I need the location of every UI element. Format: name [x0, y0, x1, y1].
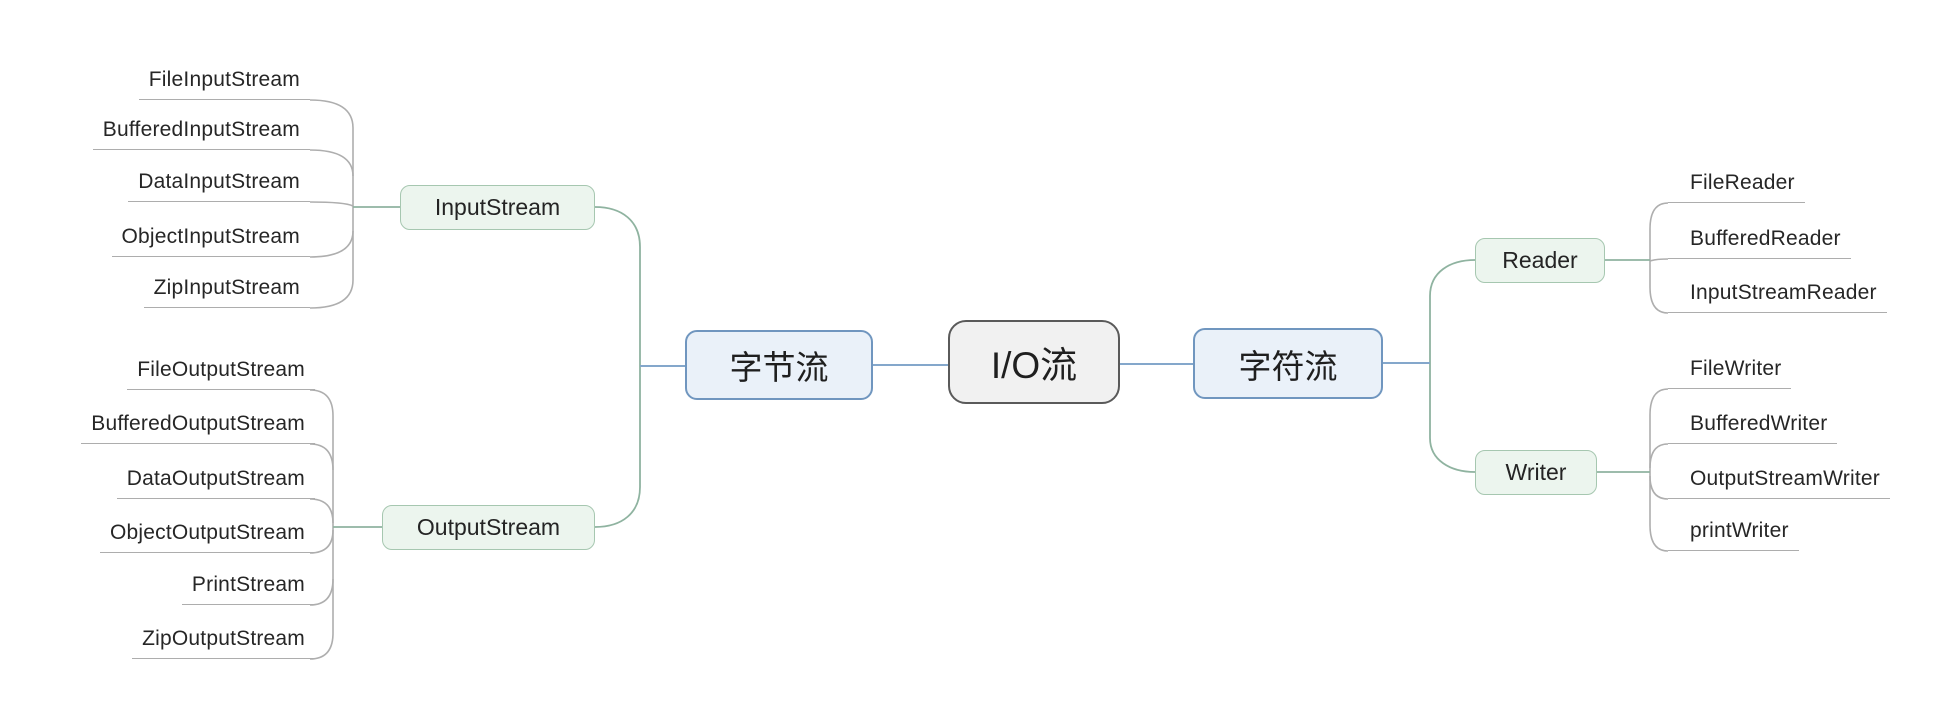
connector-branch-curve: [1429, 259, 1476, 297]
connector-leaf: [1649, 475, 1669, 500]
connector-leaf: [1649, 286, 1669, 314]
leaf-zip-output-stream[interactable]: ZipOutputStream: [132, 626, 315, 659]
connector-leaf: [1649, 388, 1669, 416]
leaf-file-reader[interactable]: FileReader: [1668, 170, 1805, 203]
leaf-buffered-input-stream[interactable]: BufferedInputStream: [92, 117, 310, 150]
connector-branch-curve: [594, 486, 641, 528]
branch-node-char-stream[interactable]: 字符流: [1193, 328, 1383, 399]
root-node-io-stream[interactable]: I/O流: [948, 320, 1120, 404]
group-node-outputstream[interactable]: OutputStream: [382, 505, 595, 550]
group-node-reader[interactable]: Reader: [1475, 238, 1605, 283]
leaf-file-writer[interactable]: FileWriter: [1668, 356, 1792, 389]
leaf-input-stream-reader[interactable]: InputStreamReader: [1668, 280, 1887, 313]
leaf-object-output-stream[interactable]: ObjectOutputStream: [99, 520, 315, 553]
leaf-data-input-stream[interactable]: DataInputStream: [128, 169, 310, 202]
connector-leaf: [1649, 258, 1669, 262]
group-node-writer[interactable]: Writer: [1475, 450, 1597, 495]
leaf-buffered-output-stream[interactable]: BufferedOutputStream: [81, 411, 315, 444]
connector-branch-curve: [1429, 437, 1476, 473]
group-node-inputstream[interactable]: InputStream: [400, 185, 595, 230]
leaf-print-stream[interactable]: PrintStream: [181, 572, 315, 605]
leaf-output-stream-writer[interactable]: OutputStreamWriter: [1668, 466, 1890, 499]
leaf-print-writer[interactable]: printWriter: [1668, 518, 1799, 551]
connector-leaf: [309, 149, 354, 177]
connector-leaf: [309, 201, 354, 207]
connector-leaf: [309, 279, 354, 309]
leaf-file-input-stream[interactable]: FileInputStream: [138, 67, 310, 100]
connector-leaf: [1649, 524, 1669, 552]
branch-node-byte-stream[interactable]: 字节流: [685, 330, 873, 400]
leaf-zip-input-stream[interactable]: ZipInputStream: [143, 275, 310, 308]
leaf-buffered-writer[interactable]: BufferedWriter: [1668, 411, 1838, 444]
leaf-data-output-stream[interactable]: DataOutputStream: [116, 466, 315, 499]
leaf-file-output-stream[interactable]: FileOutputStream: [127, 357, 315, 390]
leaf-buffered-reader[interactable]: BufferedReader: [1668, 226, 1851, 259]
connector-leaf: [1649, 443, 1669, 469]
connector-branch-curve: [594, 206, 641, 248]
leaf-object-input-stream[interactable]: ObjectInputStream: [111, 224, 310, 257]
connector-leaf: [309, 99, 354, 129]
connector-leaf: [309, 230, 354, 258]
connector-leaf: [1649, 202, 1669, 230]
